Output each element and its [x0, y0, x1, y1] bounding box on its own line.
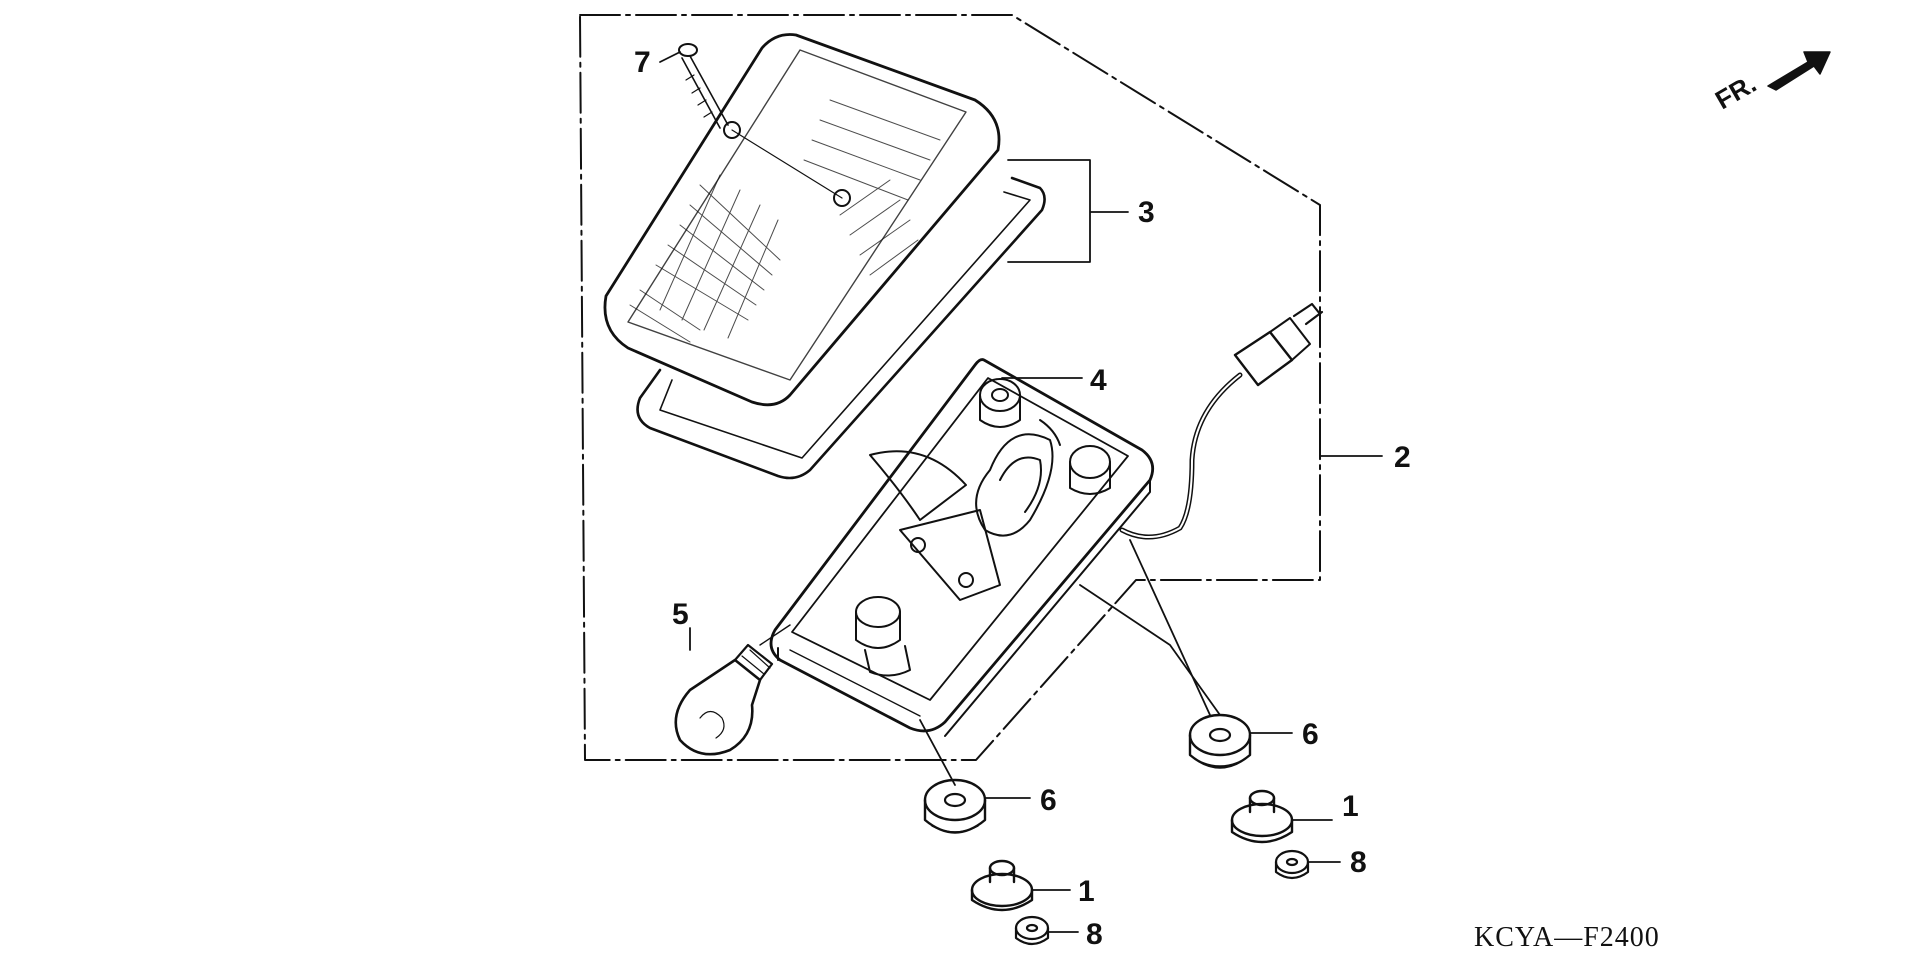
- callout-5: 5: [672, 598, 689, 631]
- nut-right: [1274, 849, 1310, 880]
- callout-7: 7: [634, 46, 651, 79]
- drawing-code: KCYA—F2400: [1474, 922, 1660, 953]
- callout-8-right: 8: [1350, 846, 1367, 879]
- lens-gasket: [636, 176, 1046, 480]
- bulb-socket-assembly: [855, 378, 1111, 677]
- callout-3: 3: [1138, 196, 1155, 229]
- lens-screw: [678, 43, 843, 199]
- collar-right: [1230, 789, 1294, 844]
- leader-lines: [659, 51, 1383, 933]
- wire-harness: [1119, 302, 1324, 540]
- tail-lens: [603, 33, 1001, 407]
- callout-1-right: 1: [1342, 790, 1359, 823]
- bulb: [674, 624, 791, 756]
- callout-8-left: 8: [1086, 918, 1103, 951]
- callout-6-right: 6: [1302, 718, 1319, 751]
- collar-left: [970, 859, 1034, 912]
- callout-6-left: 6: [1040, 784, 1057, 817]
- tail-housing: [769, 358, 1155, 737]
- front-arrow-icon: [1767, 51, 1831, 91]
- callout-numbers: 7 3 4 2 5 6 6 1 1 8 8: [634, 46, 1411, 951]
- front-direction-indicator: FR.: [1710, 51, 1831, 115]
- callout-4: 4: [1090, 364, 1107, 397]
- nut-left: [1014, 915, 1050, 946]
- callout-1-left: 1: [1078, 875, 1095, 908]
- grommet-left: [923, 778, 987, 834]
- assembly-boundary: [579, 14, 1321, 761]
- callout-2: 2: [1394, 441, 1411, 474]
- front-label: FR.: [1710, 68, 1761, 115]
- grommet-right: [1188, 713, 1252, 769]
